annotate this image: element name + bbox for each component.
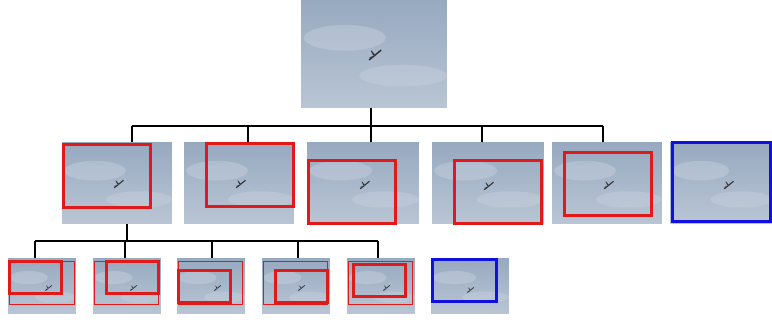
red-bounding-box bbox=[263, 261, 328, 305]
image-node-2-4 bbox=[347, 258, 415, 314]
cloud bbox=[228, 191, 294, 208]
cloud bbox=[672, 160, 730, 181]
tree-connectors bbox=[34, 108, 604, 258]
cloud bbox=[64, 160, 126, 181]
sky-photo bbox=[262, 258, 330, 314]
sky-photo bbox=[177, 258, 245, 314]
cloud bbox=[186, 160, 248, 181]
cloud bbox=[434, 160, 497, 181]
red-bounding-box bbox=[563, 151, 653, 217]
blue-bounding-box bbox=[431, 258, 498, 303]
image-node-2-0 bbox=[8, 258, 76, 314]
image-node-2-1 bbox=[93, 258, 161, 314]
image-node-1-4 bbox=[552, 142, 662, 224]
cloud bbox=[554, 160, 616, 181]
sky-photo bbox=[432, 142, 544, 224]
cloud bbox=[289, 291, 330, 303]
cloud bbox=[94, 270, 133, 285]
red-bounding-box bbox=[307, 159, 397, 225]
image-node-1-1 bbox=[184, 142, 295, 224]
image-node-0-0 bbox=[301, 0, 448, 108]
cloud bbox=[710, 191, 772, 208]
red-bounding-box bbox=[352, 263, 407, 298]
image-node-1-0 bbox=[62, 142, 172, 224]
cloud bbox=[178, 270, 217, 285]
red-bounding-box bbox=[453, 159, 543, 225]
red-bounding-box bbox=[94, 261, 159, 305]
cloud bbox=[476, 191, 544, 208]
cloud bbox=[9, 270, 48, 285]
cloud bbox=[309, 160, 372, 181]
image-node-1-3 bbox=[432, 142, 544, 225]
cloud bbox=[204, 291, 246, 303]
cloud bbox=[359, 64, 448, 87]
image-node-1-2 bbox=[307, 142, 419, 225]
cloud bbox=[596, 191, 662, 208]
red-bounding-box bbox=[62, 143, 152, 209]
image-node-2-3 bbox=[262, 258, 330, 314]
red-bounding-box bbox=[9, 261, 75, 305]
image-node-2-2 bbox=[177, 258, 246, 314]
blue-bounding-box bbox=[671, 141, 772, 223]
red-bounding-box bbox=[178, 261, 243, 305]
red-bounding-box bbox=[348, 261, 413, 305]
sky-photo bbox=[8, 258, 76, 314]
sky-photo bbox=[93, 258, 161, 314]
red-bounding-box bbox=[205, 142, 295, 208]
image-node-1-5 bbox=[670, 141, 772, 224]
tree-nodes bbox=[8, 0, 772, 314]
cloud bbox=[432, 270, 477, 285]
cloud bbox=[106, 191, 172, 208]
cloud bbox=[351, 191, 419, 208]
sky-photo bbox=[670, 142, 772, 224]
cloud bbox=[263, 270, 302, 285]
image-node-2-5 bbox=[431, 258, 509, 314]
cloud bbox=[348, 270, 387, 285]
cloud bbox=[303, 24, 386, 51]
